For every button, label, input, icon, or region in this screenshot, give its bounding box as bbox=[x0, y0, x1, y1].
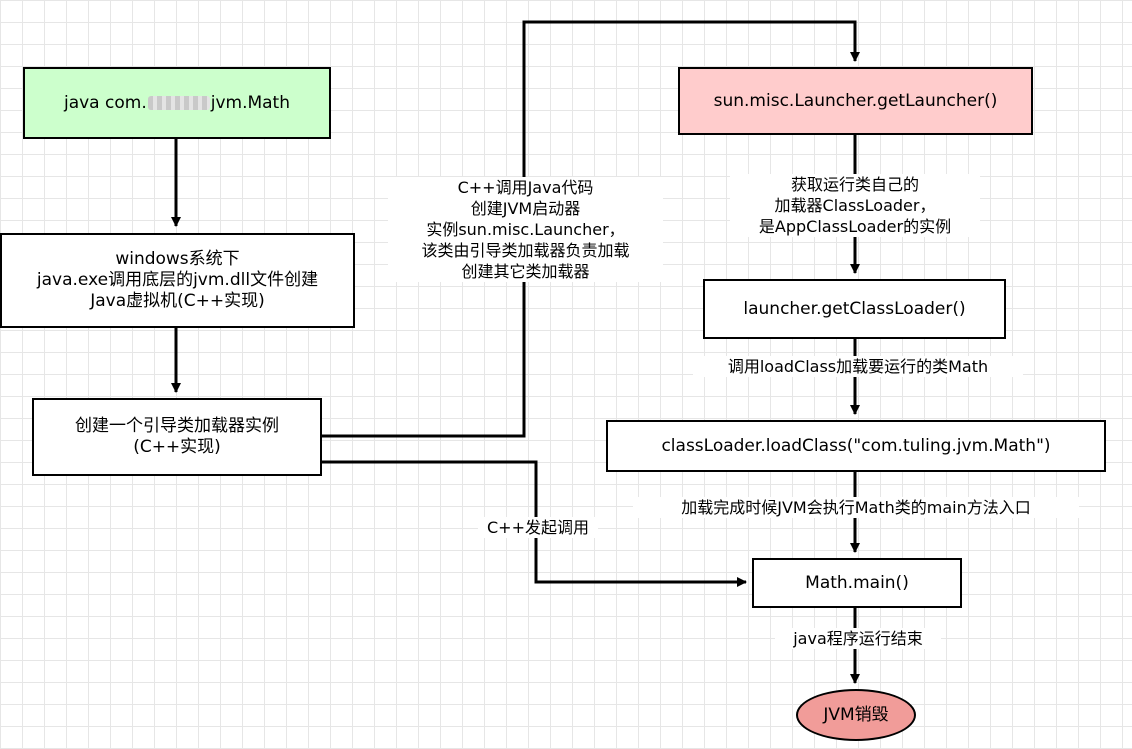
load-class-node: classLoader.loadClass("com.tuling.jvm.Ma… bbox=[606, 420, 1106, 472]
label-program-end: java程序运行结束 bbox=[775, 628, 941, 649]
label-cpp-line-2: 创建JVM启动器 bbox=[470, 199, 581, 218]
math-main-node: Math.main() bbox=[752, 558, 962, 608]
get-launcher-text: sun.misc.Launcher.getLauncher() bbox=[713, 90, 998, 111]
edge-bootstrap-to-launcher bbox=[322, 20, 860, 438]
windows-line-3: Java虚拟机(C++实现) bbox=[90, 291, 265, 311]
label-load-math-class: 调用loadClass加载要运行的类Math bbox=[693, 356, 1023, 377]
bootstrap-line-1: 创建一个引导类加载器实例 bbox=[75, 416, 279, 436]
jvm-destroy-text: JVM销毁 bbox=[823, 704, 889, 725]
windows-line-1: windows系统下 bbox=[115, 249, 240, 269]
get-classloader-text: launcher.getClassLoader() bbox=[743, 298, 966, 319]
windows-create-jvm-node: windows系统下 java.exe调用底层的jvm.dll文件创建 Java… bbox=[0, 233, 355, 328]
label-app-line-3: 是AppClassLoader的实例 bbox=[758, 217, 952, 236]
get-launcher-node: sun.misc.Launcher.getLauncher() bbox=[678, 67, 1033, 135]
label-app-line-1: 获取运行类自己的 bbox=[790, 175, 919, 194]
label-cpp-line-1: C++调用Java代码 bbox=[457, 178, 594, 197]
label-cpp-call-text: C++发起调用 bbox=[487, 518, 589, 537]
label-app-line-2: 加载器ClassLoader， bbox=[774, 196, 936, 215]
label-load-math-text: 调用loadClass加载要运行的类Math bbox=[727, 357, 989, 376]
label-call-main-entry: 加载完成时候JVM会执行Math类的main方法入口 bbox=[633, 497, 1079, 518]
load-class-text: classLoader.loadClass("com.tuling.jvm.Ma… bbox=[661, 435, 1051, 456]
redacted-package-mark bbox=[147, 96, 210, 110]
jvm-destroy-node: JVM销毁 bbox=[796, 689, 916, 741]
get-classloader-node: launcher.getClassLoader() bbox=[703, 279, 1006, 339]
label-program-end-text: java程序运行结束 bbox=[793, 629, 923, 648]
java-command-suffix: jvm.Math bbox=[210, 92, 290, 113]
label-cpp-call: C++发起调用 bbox=[478, 517, 598, 538]
label-cpp-line-3: 实例sun.misc.Launcher， bbox=[426, 220, 625, 239]
bootstrap-line-2: (C++实现) bbox=[133, 437, 221, 457]
label-get-app-classloader: 获取运行类自己的 加载器ClassLoader， 是AppClassLoader… bbox=[730, 174, 980, 237]
label-cpp-invoke-java: C++调用Java代码 创建JVM启动器 实例sun.misc.Launcher… bbox=[388, 177, 663, 282]
windows-line-2: java.exe调用底层的jvm.dll文件创建 bbox=[36, 270, 319, 290]
bootstrap-loader-node: 创建一个引导类加载器实例 (C++实现) bbox=[32, 398, 322, 476]
label-main-entry-text: 加载完成时候JVM会执行Math类的main方法入口 bbox=[681, 498, 1031, 517]
label-cpp-line-4: 该类由引导类加载器负责加载 bbox=[421, 241, 630, 260]
java-command-prefix: java com. bbox=[63, 92, 147, 113]
java-command-node: java com. jvm.Math bbox=[23, 67, 331, 139]
label-cpp-line-5: 创建其它类加载器 bbox=[461, 262, 590, 281]
math-main-text: Math.main() bbox=[805, 572, 909, 593]
